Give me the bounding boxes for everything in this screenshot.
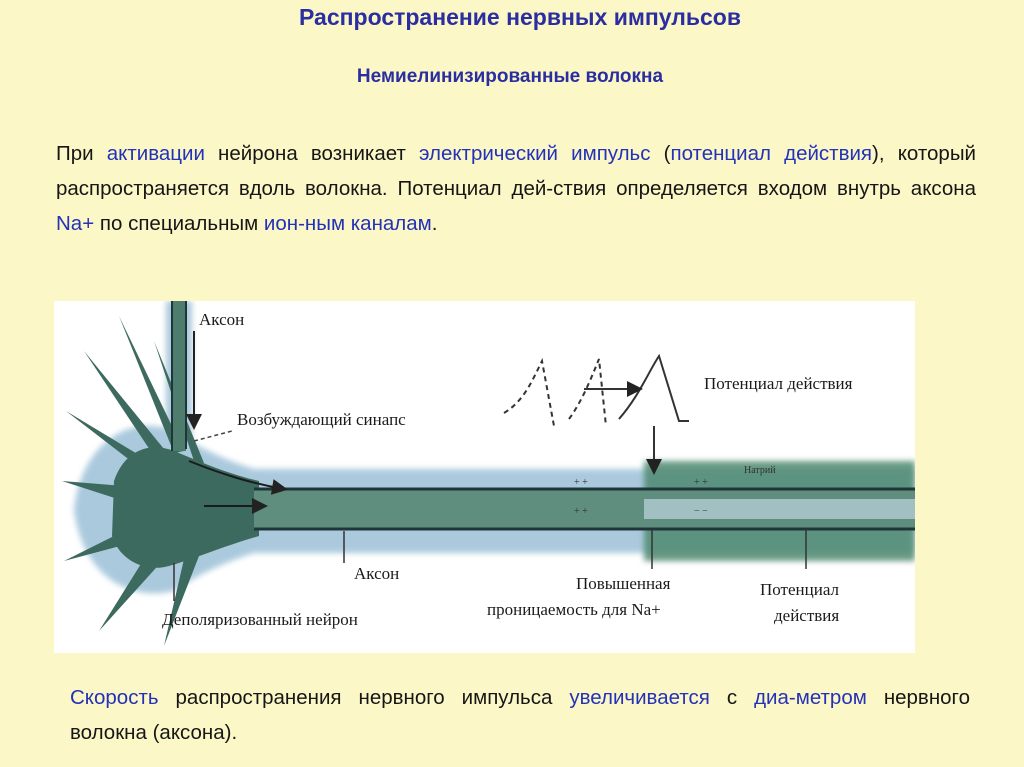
neuron-body (62, 316, 259, 646)
text-fragment: по специальным (94, 212, 264, 235)
highlight-speed: Скорость (70, 686, 159, 709)
highlight-ion-channels: ион-ным каналам (263, 212, 432, 235)
highlight-electric-impulse: электрический импульс (418, 142, 651, 165)
highlight-action-potential: потенциал действия (670, 142, 873, 165)
text-fragment: распространения нервного импульса (158, 686, 570, 709)
charge-label: − − (694, 506, 708, 517)
label-permeability-1: Повышенная (576, 574, 671, 593)
label-action-potential-bottom-1: Потенциал (760, 580, 840, 599)
label-excitatory-synapse: Возбуждающий синапс (237, 410, 406, 429)
label-permeability-2: проницаемость для Na+ (487, 600, 661, 619)
text-fragment: При (56, 142, 107, 165)
axon (254, 487, 915, 531)
action-potential-wave (503, 353, 689, 475)
label-axon-bottom: Аксон (354, 564, 399, 583)
text-fragment: нервного волокна (аксона). (70, 686, 970, 744)
label-action-potential-top: Потенциал действия (704, 374, 853, 393)
speed-paragraph: Скорость распространения нервного импуль… (70, 680, 970, 750)
text-fragment: с (709, 686, 755, 709)
synapse-pointer (193, 430, 233, 442)
highlight-activation: активации (106, 142, 205, 165)
sodium-label: Натрий (744, 465, 776, 476)
charge-label: + + (574, 506, 588, 517)
text-fragment: ( (650, 142, 671, 165)
slide-title: Распространение нервных импульсов (299, 4, 741, 30)
label-axon-top: Аксон (199, 310, 244, 329)
label-ticks (173, 529, 807, 601)
text-fragment: . (431, 212, 438, 235)
current-arrows (188, 460, 288, 514)
highlight-increases: увеличивается (569, 686, 710, 709)
charge-label: + + (694, 477, 708, 488)
charge-label: + + (574, 477, 588, 488)
incoming-axon (171, 301, 202, 451)
text-fragment: ), который распространяется вдоль волокн… (56, 142, 976, 200)
highlight-diameter: диа-метром (754, 686, 867, 709)
label-action-potential-bottom-2: действия (774, 606, 839, 625)
slide-subtitle: Немиелинизированные волокна (356, 66, 664, 87)
highlight-na: Na+ (56, 212, 95, 235)
label-depolarized-neuron: Деполяризованный нейрон (162, 610, 358, 629)
intro-paragraph: При активации нейрона возникает электрич… (56, 136, 976, 241)
neuron-diagram: + + + + + + − − Натрий Аксон Возбуждающи… (54, 301, 915, 653)
text-fragment: нейрона возникает (204, 142, 419, 165)
neuron-illustration: + + + + + + − − Натрий Аксон Возбуждающи… (62, 301, 915, 646)
